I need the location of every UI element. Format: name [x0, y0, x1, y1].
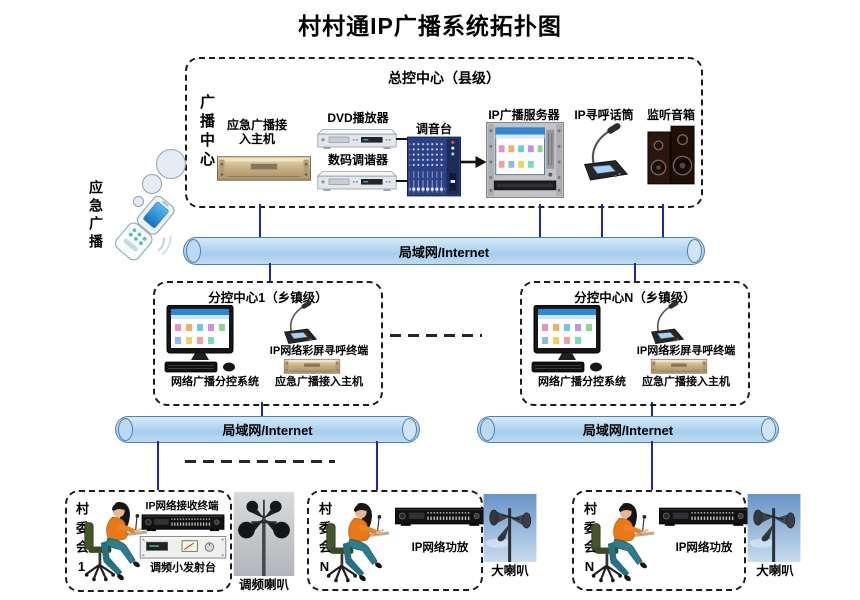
emergency-host-label: 应急广播接入主机 [642, 376, 730, 388]
lan-bus-top: 局域网/Internet [183, 237, 705, 265]
fm-transmitter-icon [139, 535, 227, 560]
master-side-label: 广播中心 [198, 94, 215, 170]
signal-bubble-small [133, 196, 144, 207]
mixer-icon [407, 136, 461, 197]
big-horn-speaker-label: 大喇叭 [491, 564, 529, 578]
connection-line [157, 441, 159, 490]
lan-bus-top-label: 局域网/Internet [398, 244, 490, 260]
operator-woman-icon [325, 498, 389, 586]
control-computer-icon [530, 305, 614, 375]
village-n2-side-label: 村委会N [582, 502, 597, 580]
lan-bus-right: 局域网/Internet [477, 416, 779, 443]
monitor-speaker-label: 监听音箱 [646, 108, 695, 122]
connection-line [634, 263, 636, 281]
emergency-host-label: 应急广播接入主机 [275, 376, 363, 388]
signal-bubble-medium [142, 174, 162, 194]
ip-broadcast-server-icon [486, 121, 564, 199]
connection-line [601, 204, 603, 237]
sub-center-1-title: 分控中心1（乡镇级） [208, 291, 328, 305]
dvd-player-label: DVD播放器 [327, 111, 389, 125]
connection-line [376, 441, 378, 490]
sub-center-n-box: 分控中心N（乡镇级） 网络广播分控系统 IP网络彩屏寻呼终端 应急广播接入主机 [520, 281, 750, 406]
tuner-to-mixer-connector [396, 180, 407, 182]
fm-horn-speaker-photo [233, 492, 295, 576]
more-villages-ellipsis [185, 460, 335, 463]
master-center-box: 总控中心（县级） 广播中心 应急广播接入主机 DVD播放器 数码调谐器 调音台 … [185, 57, 703, 208]
operator-woman-icon [590, 498, 654, 586]
sub-center-n-title: 分控中心N（乡镇级） [574, 291, 696, 305]
village-n2-box: 村委会N IP网络功放 [572, 490, 746, 591]
lan-bus-right-label: 局域网/Internet [582, 423, 674, 438]
signal-bubble-large [156, 149, 186, 179]
emergency-host-label: 应急广播接入主机 [226, 118, 287, 147]
emergency-host-icon [634, 357, 724, 375]
connection-line [651, 441, 653, 490]
control-computer-icon [163, 305, 247, 375]
emergency-host-icon [217, 151, 311, 185]
flip-phone-icon [105, 192, 185, 264]
digital-tuner-label: 数码调谐器 [327, 153, 388, 167]
ip-amplifier-label: IP网络功放 [675, 542, 733, 554]
paging-terminal-label: IP网络彩屏寻呼终端 [636, 345, 736, 357]
control-computer-label: 网络广播分控系统 [171, 376, 259, 388]
fm-transmitter-label: 调频小发射台 [150, 562, 216, 574]
ip-amplifier-icon [659, 506, 749, 528]
mixer-label: 调音台 [415, 122, 452, 136]
big-horn-speaker-photo [482, 494, 538, 562]
village-n1-side-label: 村委会N [317, 502, 332, 580]
village-1-box: 村委会1 IP网络接收终端 调频小发射台 [65, 490, 232, 592]
ip-amplifier-icon [395, 506, 485, 528]
dvd-to-mixer-connector [396, 138, 407, 140]
paging-terminal-icon [275, 300, 323, 345]
connection-line [651, 402, 653, 416]
connection-line [261, 402, 263, 416]
ip-receiver-icon [139, 514, 227, 532]
big-horn-speaker-photo [746, 494, 802, 562]
dvd-player-icon [317, 125, 397, 153]
connection-line [539, 204, 541, 237]
big-horn-speaker-label: 大喇叭 [756, 564, 794, 578]
control-computer-label: 网络广播分控系统 [538, 376, 626, 388]
lan-bus-left: 局域网/Internet [115, 416, 420, 443]
paging-terminal-icon [642, 300, 690, 345]
emergency-mobile-label: 应急广播 [88, 180, 104, 252]
sub-center-1-box: 分控中心1（乡镇级） 网络广播分控系统 IP网络彩屏寻呼终端 应急广播接入主机 [153, 281, 383, 406]
ip-amplifier-label: IP网络功放 [411, 542, 469, 554]
page-title: 村村通IP广播系统拓扑图 [298, 13, 562, 39]
ip-paging-mic-label: IP寻呼话筒 [574, 108, 634, 122]
connection-line [662, 204, 664, 237]
ip-broadcast-server-label: IP广播服务器 [488, 108, 560, 122]
ip-paging-mic-icon [577, 122, 631, 182]
digital-tuner-icon [317, 167, 397, 195]
connection-line [269, 263, 271, 281]
village-1-side-label: 村委会1 [74, 502, 89, 580]
emergency-host-icon [267, 357, 357, 375]
lan-bus-left-label: 局域网/Internet [222, 423, 313, 438]
paging-terminal-label: IP网络彩屏寻呼终端 [269, 345, 369, 357]
mixer-to-server-arrow [460, 155, 487, 169]
more-subcenters-ellipsis [390, 334, 482, 337]
connection-line [259, 204, 261, 237]
fm-horn-speaker-label: 调频喇叭 [238, 578, 289, 592]
village-n1-box: 村委会N IP网络功放 [307, 490, 483, 591]
ip-receiver-label: IP网络接收终端 [145, 500, 219, 512]
master-center-title: 总控中心（县级） [388, 70, 500, 86]
monitor-speaker-icon [646, 123, 696, 189]
